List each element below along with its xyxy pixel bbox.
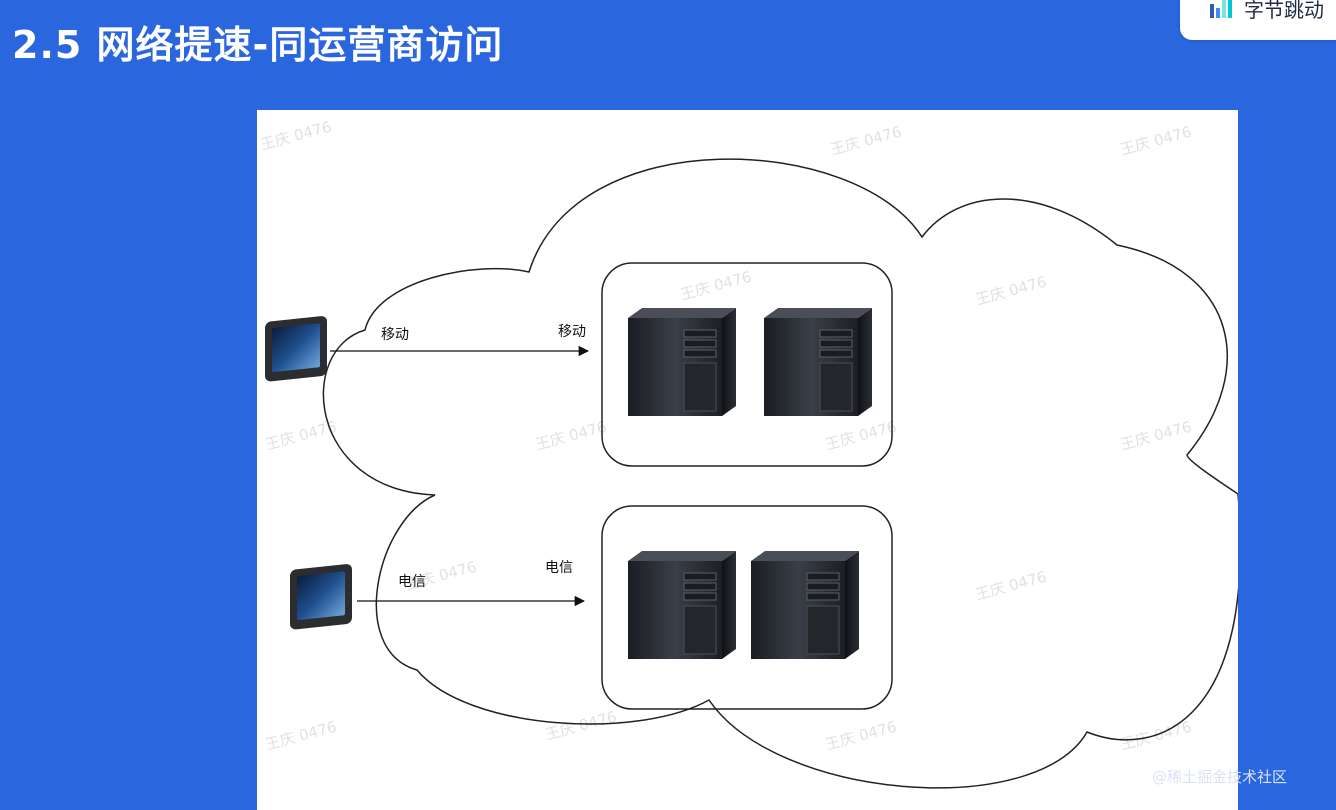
watermark-layer: 王庆 0476 王庆 0476 王庆 0476 王庆 0476 王庆 0476 … bbox=[258, 118, 1193, 754]
server-group-box bbox=[601, 262, 893, 467]
target-label: 电信 bbox=[545, 560, 573, 576]
server-tower-icon bbox=[627, 550, 737, 660]
diagram-svg: 王庆 0476 王庆 0476 王庆 0476 王庆 0476 王庆 0476 … bbox=[258, 118, 1238, 789]
target-label: 移动 bbox=[558, 324, 586, 340]
watermark-text: 王庆 0476 bbox=[258, 118, 333, 154]
server-tower-icon bbox=[763, 307, 873, 417]
tablet-icon bbox=[265, 315, 327, 382]
server-tower-icon bbox=[750, 550, 860, 660]
watermark-text: 王庆 0476 bbox=[973, 568, 1048, 604]
server-tower-icon bbox=[627, 307, 737, 417]
edge-label: 移动 bbox=[381, 327, 409, 343]
watermark-text: 王庆 0476 bbox=[1118, 123, 1193, 159]
server-group-box bbox=[601, 505, 893, 710]
edge-label: 电信 bbox=[398, 574, 426, 590]
cloud-boundary bbox=[322, 158, 1238, 789]
bytedance-logo-icon bbox=[1210, 0, 1232, 18]
watermark-text: 王庆 0476 bbox=[678, 268, 753, 304]
watermark-text: 王庆 0476 bbox=[533, 418, 608, 454]
tablet-icon bbox=[290, 563, 352, 630]
watermark-text: 王庆 0476 bbox=[828, 123, 903, 159]
watermark-text: 王庆 0476 bbox=[823, 418, 898, 454]
slide-title: 2.5 网络提速-同运营商访问 bbox=[12, 23, 504, 67]
footer-watermark: @稀土掘金技术社区 bbox=[1152, 768, 1288, 786]
watermark-text: 王庆 0476 bbox=[973, 273, 1048, 309]
watermark-text: 王庆 0476 bbox=[263, 718, 338, 754]
brand-logo-text: 字节跳动 bbox=[1244, 0, 1324, 22]
brand-logo-tab: 字节跳动 bbox=[1180, 0, 1336, 40]
diagram-canvas: 王庆 0476 王庆 0476 王庆 0476 王庆 0476 王庆 0476 … bbox=[257, 110, 1238, 810]
watermark-text: 王庆 0476 bbox=[543, 708, 618, 744]
watermark-text: 王庆 0476 bbox=[823, 718, 898, 754]
watermark-text: 王庆 0476 bbox=[1118, 418, 1193, 454]
